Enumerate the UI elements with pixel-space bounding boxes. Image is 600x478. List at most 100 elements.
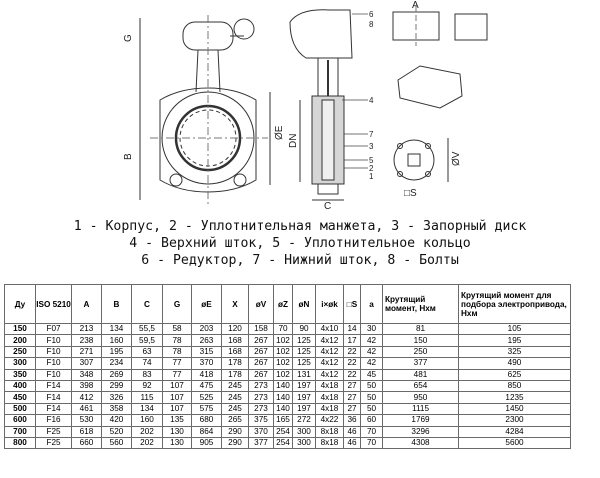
cell-v: 375 — [248, 414, 274, 427]
cell-actuator-torque: 325 — [458, 345, 571, 359]
cell-iso: F25 — [35, 436, 72, 450]
cell-du: 200 — [4, 334, 36, 347]
cell-a-small: 70 — [360, 436, 383, 450]
dim-dn-label: DN — [288, 134, 299, 148]
cell-z: 140 — [273, 391, 293, 404]
cell-b: 560 — [101, 436, 132, 450]
cell-g: 107 — [162, 402, 192, 416]
cell-iso: F14 — [35, 379, 72, 393]
cell-a-small: 60 — [360, 414, 383, 427]
cell-b: 299 — [101, 379, 132, 393]
cell-du: 300 — [4, 357, 36, 370]
cell-du: 350 — [4, 368, 36, 381]
cell-a: 461 — [71, 402, 102, 416]
cell-s: 27 — [343, 391, 361, 404]
cell-z: 102 — [273, 357, 293, 370]
cell-b: 358 — [101, 402, 132, 416]
cell-ixk: 4x12 — [315, 368, 344, 381]
cell-g: 77 — [162, 368, 192, 381]
dimensions-table: Ду ISO 5210 A B C G øE X øV øZ øN i×øk □… — [4, 284, 571, 450]
parts-legend: 1 - Корпус, 2 - Уплотнительная манжета, … — [0, 218, 600, 269]
cell-v: 370 — [248, 425, 274, 438]
dim-b-label: B — [123, 153, 134, 160]
side-disc — [321, 99, 335, 181]
cell-n: 272 — [292, 414, 316, 427]
square-drive — [407, 153, 421, 167]
cell-e: 864 — [191, 425, 222, 438]
cell-s: 17 — [343, 334, 361, 347]
cell-torque: 150 — [382, 334, 459, 347]
cell-g: 130 — [162, 436, 192, 450]
cell-b: 326 — [101, 391, 132, 404]
callout-2: 2 — [369, 164, 374, 173]
valve-technical-drawing: 6 8 4 7 3 5 2 1 G B ØE DN C A ØV □S — [123, 0, 488, 210]
legend-line-3: 6 - Редуктор, 7 - Нижний шток, 8 - Болты — [141, 253, 459, 268]
side-base — [317, 183, 339, 195]
cell-a: 307 — [71, 357, 102, 370]
cell-v: 273 — [248, 391, 274, 404]
cell-actuator-torque: 2300 — [458, 414, 571, 427]
mounting-flange-view — [393, 139, 435, 181]
cell-v: 273 — [248, 379, 274, 393]
cell-du: 500 — [4, 402, 36, 416]
cell-a-small: 50 — [360, 379, 383, 393]
cell-du: 600 — [4, 414, 36, 427]
cell-iso: F16 — [35, 414, 72, 427]
cell-iso: F10 — [35, 345, 72, 359]
cell-ixk: 4x18 — [315, 402, 344, 416]
cell-torque: 481 — [382, 368, 459, 381]
cell-iso: F14 — [35, 402, 72, 416]
cell-e: 475 — [191, 379, 222, 393]
header-actuator-torque: Крутящий момент для подбора электроприво… — [458, 284, 571, 324]
header-a-small: a — [360, 284, 383, 324]
cell-v: 273 — [248, 402, 274, 416]
front-neck — [195, 49, 221, 93]
cell-z: 70 — [273, 322, 293, 336]
cell-a-small: 42 — [360, 334, 383, 347]
cell-s: 22 — [343, 345, 361, 359]
header-c: C — [131, 284, 163, 324]
cell-c: 202 — [131, 425, 163, 438]
cell-actuator-torque: 195 — [458, 334, 571, 347]
cell-b: 269 — [101, 368, 132, 381]
cell-a: 348 — [71, 368, 102, 381]
cell-s: 46 — [343, 436, 361, 450]
header-iso: ISO 5210 — [35, 284, 72, 324]
header-s: □S — [343, 284, 361, 324]
cell-v: 158 — [248, 322, 274, 336]
cell-e: 525 — [191, 391, 222, 404]
cell-a-small: 45 — [360, 368, 383, 381]
cell-e: 905 — [191, 436, 222, 450]
cell-g: 135 — [162, 414, 192, 427]
cell-a: 530 — [71, 414, 102, 427]
side-gearbox — [289, 9, 353, 59]
cell-torque: 1115 — [382, 402, 459, 416]
cell-e: 263 — [191, 334, 222, 347]
cell-x: 168 — [221, 334, 249, 347]
cell-a: 660 — [71, 436, 102, 450]
cell-du: 400 — [4, 379, 36, 393]
cell-torque: 654 — [382, 379, 459, 393]
cell-g: 107 — [162, 379, 192, 393]
cell-c: 134 — [131, 402, 163, 416]
cell-n: 125 — [292, 334, 316, 347]
cell-x: 120 — [221, 322, 249, 336]
cell-b: 134 — [101, 322, 132, 336]
cell-du: 450 — [4, 391, 36, 404]
flange-bolt-hole-2 — [425, 143, 431, 149]
cell-b: 195 — [101, 345, 132, 359]
cell-b: 234 — [101, 357, 132, 370]
cell-a: 398 — [71, 379, 102, 393]
cell-du: 250 — [4, 345, 36, 359]
cell-x: 245 — [221, 391, 249, 404]
cell-s: 27 — [343, 379, 361, 393]
cell-z: 254 — [273, 436, 293, 450]
cell-z: 140 — [273, 402, 293, 416]
cell-a: 271 — [71, 345, 102, 359]
